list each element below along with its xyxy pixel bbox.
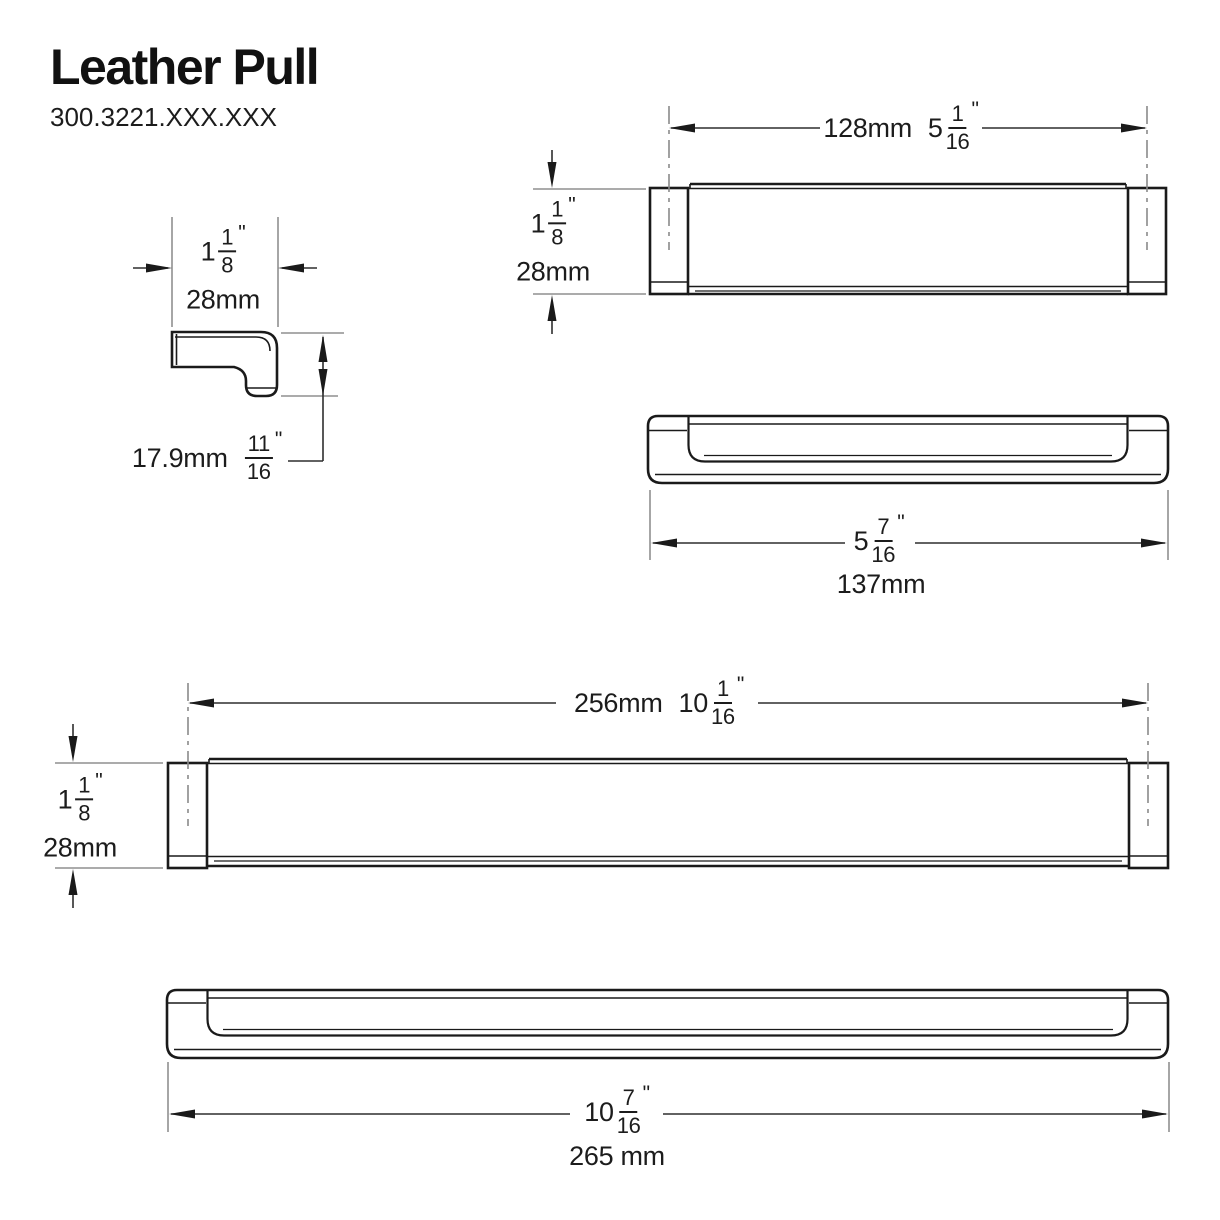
large-pull-overall-length-inches-label: 10 7 16 " bbox=[584, 1082, 650, 1138]
fraction: 1 8 bbox=[75, 774, 94, 824]
small-pull-front-view bbox=[533, 106, 1168, 334]
fraction: 1 8 bbox=[218, 226, 237, 276]
profile-width-inches: 1 1 8 " bbox=[200, 221, 246, 278]
large-height-inches: 1 1 8 " bbox=[57, 769, 103, 826]
inch-mark: " bbox=[971, 98, 979, 121]
small-pull-overall-length-mm-label: 137mm bbox=[836, 568, 926, 599]
inch-mark: " bbox=[238, 221, 246, 245]
small-height-mm: 28mm bbox=[516, 256, 590, 287]
profile-thickness-mm: 17.9mm bbox=[131, 442, 228, 473]
profile-width-dimension-label: 1 1 8 " 28mm bbox=[186, 221, 260, 315]
fraction: 1 16 bbox=[710, 676, 735, 729]
part-number: 300.3221.XXX.XXX bbox=[50, 102, 277, 132]
small-pull-height-label: 1 1 8 " 28mm bbox=[516, 193, 590, 287]
large-pull-overall-length-mm-label: 265 mm bbox=[569, 1140, 665, 1171]
inch-mark: " bbox=[642, 1082, 650, 1105]
inch-mark: " bbox=[95, 769, 103, 793]
large-pull-height-label: 1 1 8 " 28mm bbox=[43, 769, 117, 863]
small-pull-overall-length-inches-label: 5 7 16 " bbox=[853, 511, 905, 567]
profile-width-mm: 28mm bbox=[186, 284, 260, 315]
profile-section-view bbox=[133, 217, 344, 462]
large-height-mm: 28mm bbox=[43, 832, 117, 863]
fraction: 7 16 bbox=[871, 514, 896, 567]
small-height-inches: 1 1 8 " bbox=[530, 193, 576, 250]
inch-mark: " bbox=[736, 673, 744, 696]
fraction: 1 16 bbox=[945, 101, 970, 154]
inch-mark: " bbox=[897, 511, 905, 534]
title-block: Leather Pull 300.3221.XXX.XXX bbox=[50, 38, 320, 133]
inch-mark: " bbox=[274, 428, 283, 451]
fraction: 1 8 bbox=[548, 198, 567, 248]
large-pull-center-to-center-label: 256mm 10 1 16 " bbox=[574, 673, 744, 729]
large-pull-top-view bbox=[165, 988, 1170, 1132]
inch-mark: " bbox=[568, 193, 576, 217]
fraction: 11 16 bbox=[244, 433, 273, 483]
small-pull-center-to-center-label: 128mm 5 1 16 " bbox=[823, 98, 979, 154]
page-title: Leather Pull bbox=[50, 39, 320, 95]
fraction: 7 16 bbox=[616, 1085, 641, 1138]
profile-thickness-dimension-label: 17.9mm 11 16 " bbox=[131, 428, 282, 483]
small-cc-mm: 128mm bbox=[823, 112, 912, 143]
large-cc-mm: 256mm bbox=[574, 687, 663, 718]
small-pull-top-view bbox=[646, 414, 1170, 560]
large-pull-front-view bbox=[55, 683, 1170, 908]
